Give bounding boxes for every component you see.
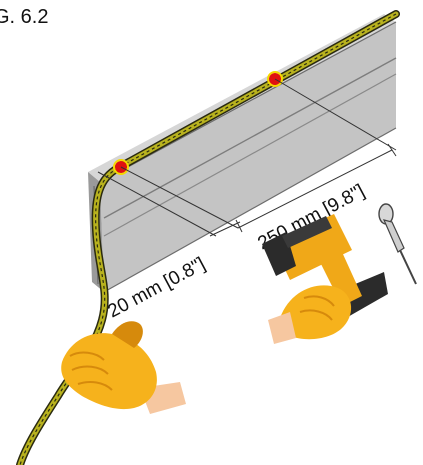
rail-top-edge [99,21,397,183]
gloved-hand-icon [268,285,352,344]
dimension-line-edge [209,221,241,237]
gloved-hand-icon [61,321,186,414]
left-hand-fingers [69,351,113,391]
dimension-tick-b [387,143,397,157]
extension-line-edge-a [97,171,217,237]
extension-line-edge-b [120,166,239,229]
stapler-handle [320,252,362,306]
rail-groove-lower [103,73,397,237]
cable [16,10,400,465]
fixing-marker-edge-ring [113,159,129,175]
cordless-staple-gun-icon [262,214,388,318]
figure-label: G. 6.2 [0,6,49,28]
rivet-body [382,219,405,253]
dimension-tick-a [235,219,243,233]
right-hand-glove [279,285,352,340]
rail-groove-upper [103,57,397,219]
rail-bottom-edge [103,127,397,293]
fixing-marker-spaced-ring [267,71,283,87]
blind-rivet-icon [378,203,417,285]
rail-front-face [100,22,396,292]
dimension-lines [97,78,397,237]
extension-line-spaced [274,78,397,151]
right-hand-cuff [268,312,296,344]
left-hand-glove [61,333,157,410]
left-hand-thumb [112,321,143,348]
rivet-mandrel [399,249,417,285]
stapler-top-grip [282,216,332,248]
cable-braid [19,13,397,465]
right-hand-fingers [299,295,335,321]
dimension-line-spacing [237,149,393,229]
